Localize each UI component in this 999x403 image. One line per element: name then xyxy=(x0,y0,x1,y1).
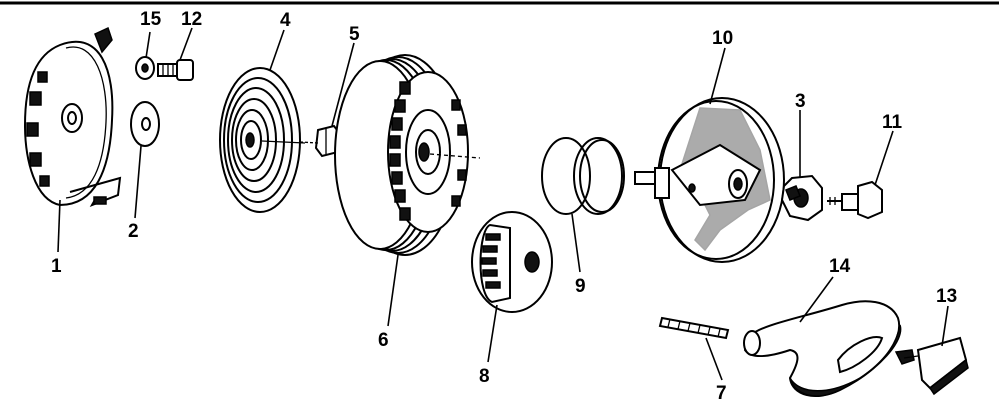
part-8-drive-gear xyxy=(471,211,553,313)
part-6-rope-pulley-gear xyxy=(334,54,481,256)
callout-8: 8 xyxy=(479,366,490,387)
callout-10: 10 xyxy=(712,28,733,49)
drive-gear-teeth xyxy=(481,233,501,289)
callout-3: 3 xyxy=(795,91,806,112)
part-9-springs xyxy=(541,137,625,215)
part-4-recoil-spring xyxy=(219,67,306,213)
callout-7: 7 xyxy=(716,383,727,403)
callout-12: 12 xyxy=(181,9,202,30)
callout-9: 9 xyxy=(575,276,586,297)
callout-11: 11 xyxy=(882,112,903,133)
part-1-pulley-plate xyxy=(23,26,122,207)
part-5-pawl xyxy=(299,124,342,158)
part-11-shoulder-bolt xyxy=(827,180,883,220)
callout-4: 4 xyxy=(280,10,291,31)
callout-14: 14 xyxy=(829,256,851,277)
part-15-small-washer xyxy=(135,56,155,80)
callout-5: 5 xyxy=(349,24,360,45)
part-13-handle-insert xyxy=(894,336,969,396)
leader-lines xyxy=(57,27,949,381)
part-12-bolt xyxy=(157,59,194,81)
gear-teeth xyxy=(389,81,467,221)
callout-15: 15 xyxy=(140,9,162,30)
part-3-nut xyxy=(780,174,823,222)
part-10-starter-housing xyxy=(634,97,785,263)
callout-13: 13 xyxy=(936,286,957,307)
part-7-starter-rope xyxy=(658,316,730,340)
callout-6: 6 xyxy=(378,330,389,351)
part-14-starter-handle xyxy=(743,300,902,397)
callout-1: 1 xyxy=(51,256,62,277)
part-2-washer xyxy=(130,101,160,147)
callout-2: 2 xyxy=(128,221,139,242)
